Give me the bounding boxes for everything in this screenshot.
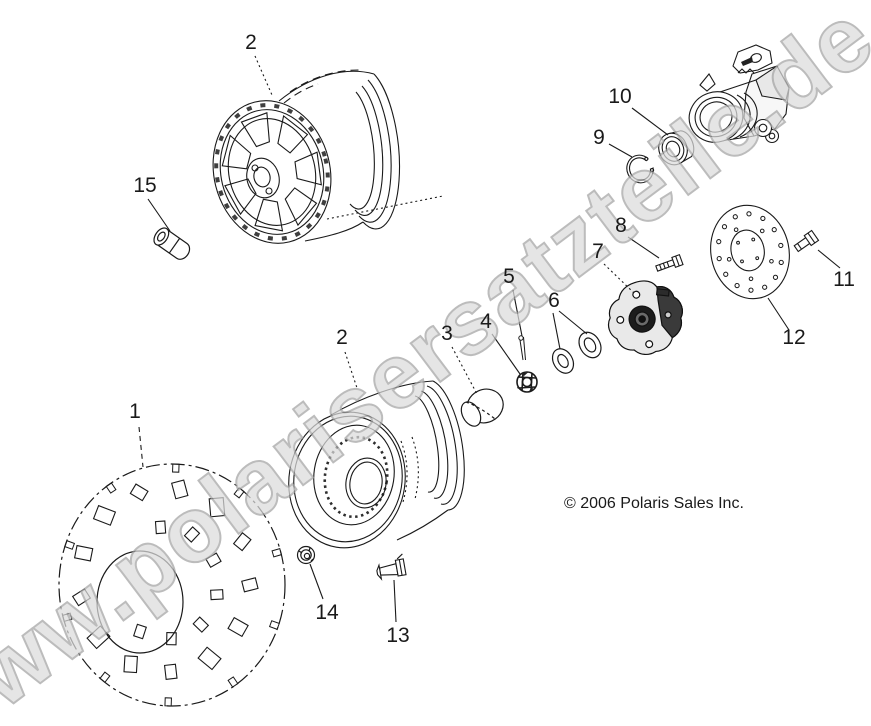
dust-cap-drawing: [460, 388, 504, 427]
callout-15: 15: [133, 174, 157, 197]
callout-11: 11: [833, 268, 855, 291]
wheel-spoke-cutouts: [221, 112, 322, 232]
hub-drawing: [607, 280, 683, 356]
cotter-pin-drawing: [518, 335, 526, 361]
brake-disc-holes: [716, 211, 784, 293]
callout-14: 14: [315, 601, 339, 624]
callout-3: 3: [441, 322, 453, 345]
washers-drawing: [551, 331, 602, 374]
castle-nut-drawing: [516, 371, 538, 393]
callout-8: 8: [615, 214, 627, 237]
tire-tread-knobs: [61, 463, 283, 707]
bolt-8-drawing: [655, 254, 684, 272]
callout-4: 4: [480, 310, 492, 333]
valve-stem-15-drawing: [153, 227, 191, 260]
snap-ring-drawing: [626, 154, 659, 184]
callout-2-mid: 2: [336, 326, 348, 349]
callout-1: 1: [129, 400, 141, 423]
bearing-drawing: [658, 130, 695, 166]
wheel-rear-drawing: [212, 69, 444, 244]
valve-stem-13-drawing: [376, 553, 407, 581]
leader-lines: [138, 55, 841, 623]
bearing-carrier-drawing: [688, 44, 790, 144]
callout-12: 12: [782, 326, 806, 349]
callout-10: 10: [608, 85, 632, 108]
copyright-text: © 2006 Polaris Sales Inc.: [564, 495, 744, 512]
callout-2-top: 2: [245, 31, 257, 54]
wheel-front-drawing: [288, 380, 465, 549]
callout-6: 6: [548, 289, 560, 312]
callout-9: 9: [593, 126, 605, 149]
nut-14-drawing: [296, 545, 316, 565]
callout-5: 5: [503, 265, 515, 288]
tire-drawing: [58, 463, 286, 707]
callout-7: 7: [592, 240, 604, 263]
callout-13: 13: [386, 624, 410, 647]
bolt-11-drawing: [793, 229, 820, 253]
brake-disc-drawing: [710, 204, 790, 300]
